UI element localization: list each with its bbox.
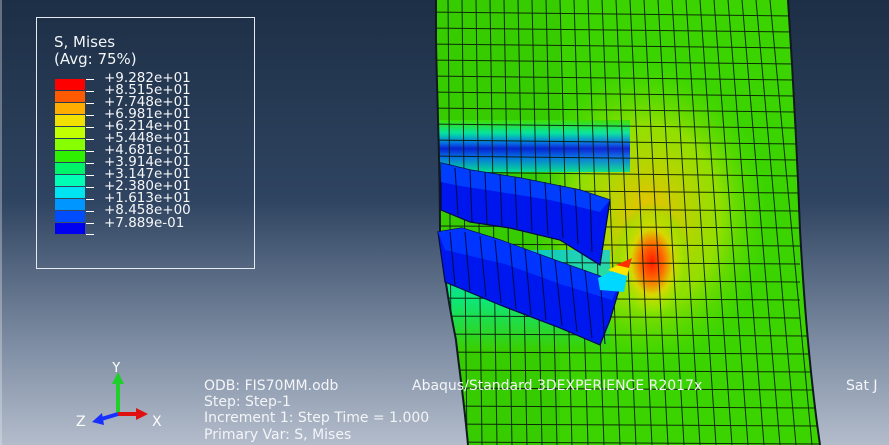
legend-value: +4.681e+01 (104, 142, 191, 158)
legend-tick (86, 127, 94, 128)
legend-tick (86, 234, 94, 235)
legend-value: +8.515e+01 (104, 82, 191, 98)
legend-swatch-12 (55, 211, 85, 222)
legend-tick (86, 223, 94, 224)
legend-tick (86, 139, 94, 140)
legend-swatch-3 (55, 103, 85, 114)
legend-swatch-4 (55, 115, 85, 126)
legend-swatch-6 (55, 139, 85, 150)
legend-value: +6.214e+01 (104, 118, 191, 134)
legend-tick (86, 211, 94, 212)
legend-tick (86, 163, 94, 164)
legend-swatch-5 (55, 127, 85, 138)
legend-tick (86, 79, 94, 80)
legend-value: +9.282e+01 (104, 70, 191, 86)
legend-value: +6.981e+01 (104, 106, 191, 122)
legend-value: +2.380e+01 (104, 178, 191, 194)
legend-tick (86, 115, 94, 116)
legend-box[interactable] (36, 17, 255, 269)
legend-swatch-9 (55, 175, 85, 186)
axis-x-label: X (152, 414, 162, 430)
legend-tick (86, 199, 94, 200)
legend-tick (86, 103, 94, 104)
legend-swatch-10 (55, 187, 85, 198)
axis-z-label: Z (76, 414, 86, 430)
legend-value: +8.458e+00 (104, 202, 191, 218)
legend-tick (86, 151, 94, 152)
notch-lower-lip (437, 227, 632, 346)
solver-version: Abaqus/Standard 3DEXPERIENCE R2017x (412, 378, 703, 394)
legend-tick (86, 187, 94, 188)
legend-value: +5.448e+01 (104, 130, 191, 146)
legend-tick (86, 91, 94, 92)
coordinate-triad: Y X Z (76, 362, 162, 430)
viewport-edge (0, 0, 2, 445)
legend-title: S, Mises (54, 33, 116, 51)
legend-value: +1.613e+01 (104, 190, 191, 206)
legend-value: +7.748e+01 (104, 94, 191, 110)
legend-tick (86, 175, 94, 176)
legend-swatch-13 (55, 223, 85, 234)
increment-info: Increment 1: Step Time = 1.000 (204, 410, 430, 426)
run-date: Sat J (846, 378, 878, 394)
legend-swatch-2 (55, 91, 85, 102)
legend-value: +7.889e-01 (104, 215, 185, 231)
legend-value: +3.914e+01 (104, 154, 191, 170)
legend-swatch-11 (55, 199, 85, 210)
legend-swatch-7 (55, 151, 85, 162)
step-name: Step: Step-1 (204, 394, 291, 410)
legend-value: +3.147e+01 (104, 166, 191, 182)
legend-swatch-8 (55, 163, 85, 174)
odb-name: ODB: FIS70MM.odb (204, 378, 339, 394)
legend-swatch-1 (55, 79, 85, 90)
axis-y-label: Y (111, 362, 121, 376)
notch-upper-lip (440, 162, 611, 266)
primary-variable: Primary Var: S, Mises (204, 427, 352, 443)
legend-subtitle: (Avg: 75%) (54, 50, 137, 68)
